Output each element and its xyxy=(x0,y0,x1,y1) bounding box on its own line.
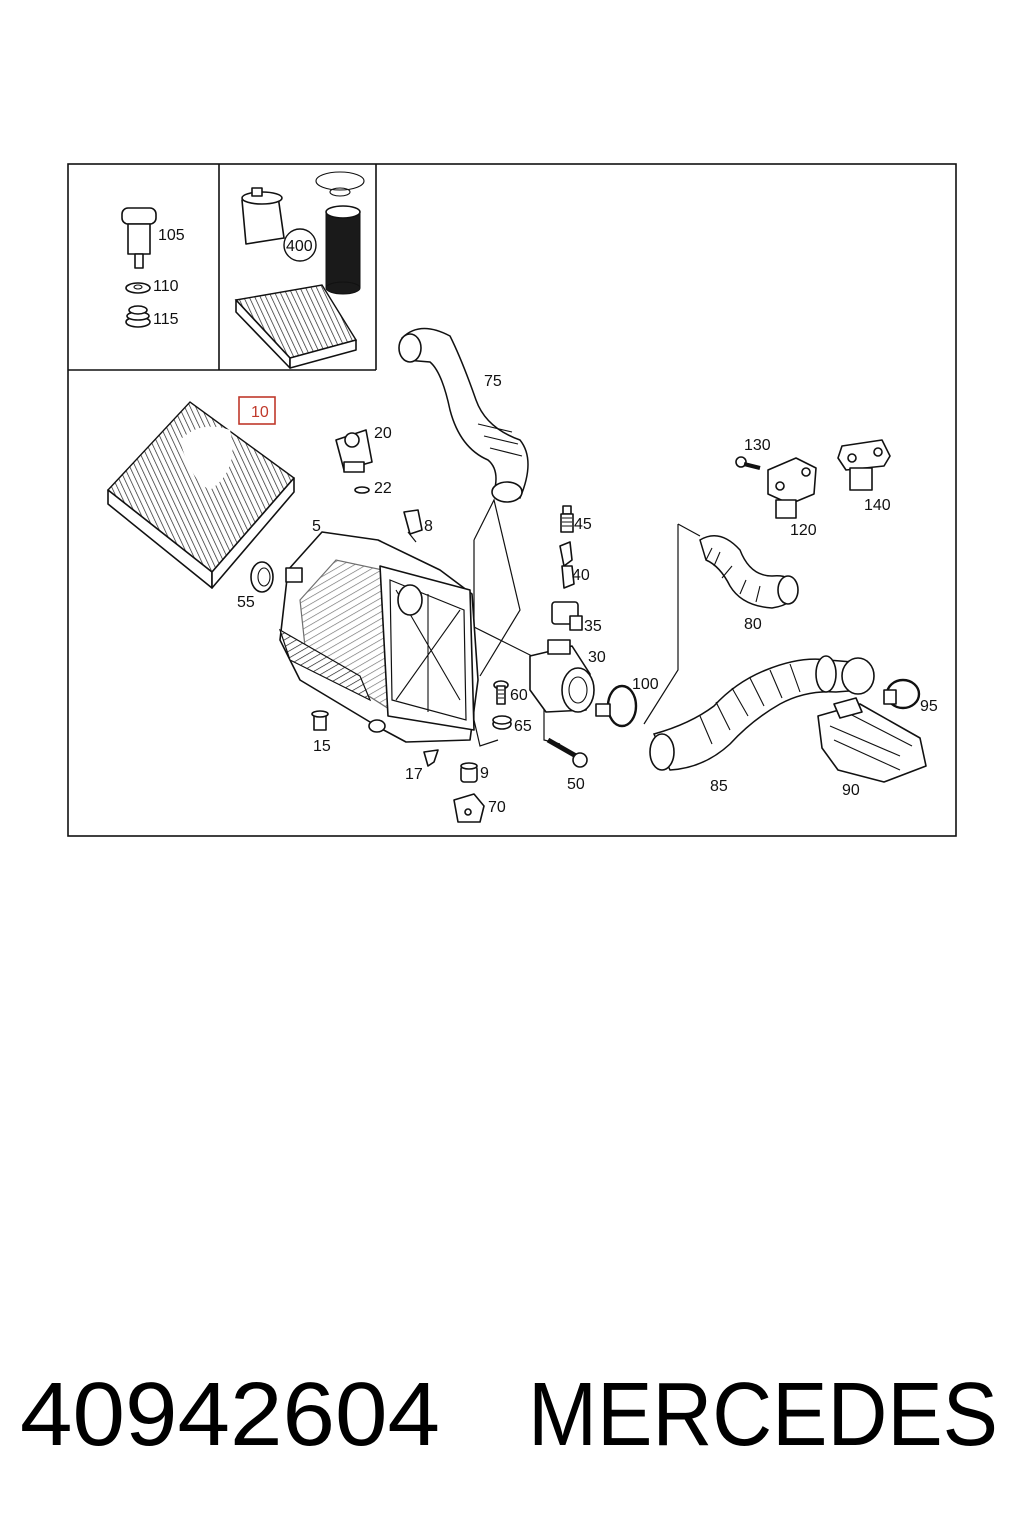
part-50-screw[interactable] xyxy=(546,737,588,768)
diagram-frame xyxy=(67,163,957,837)
parts-diagram: 105 110 115 400 10 xyxy=(67,163,957,837)
callout-20[interactable]: 20 xyxy=(374,425,392,442)
part-55-grommet[interactable] xyxy=(250,561,274,593)
callout-10[interactable]: 10 xyxy=(251,404,269,421)
o-ring[interactable] xyxy=(315,171,365,191)
callout-8[interactable]: 8 xyxy=(424,518,433,535)
part-9-rubber-mount[interactable] xyxy=(460,762,478,783)
callout-100[interactable]: 100 xyxy=(632,676,659,693)
callout-90[interactable]: 90 xyxy=(842,782,860,799)
callout-110[interactable]: 110 xyxy=(153,278,179,295)
callout-80[interactable]: 80 xyxy=(744,616,762,633)
oil-filter-element[interactable] xyxy=(325,205,361,295)
callout-55[interactable]: 55 xyxy=(237,594,255,611)
part-35-plug[interactable] xyxy=(551,601,583,631)
part-30-mass-air-flow-sensor[interactable] xyxy=(529,639,595,713)
part-60-bolt[interactable] xyxy=(493,680,509,705)
part-number: 40942604 xyxy=(20,1365,440,1465)
callout-40[interactable]: 40 xyxy=(572,567,590,584)
part-40-connector[interactable] xyxy=(559,541,575,589)
brand-name: MERCEDES xyxy=(528,1365,998,1465)
callout-75[interactable]: 75 xyxy=(484,373,502,390)
callout-400[interactable]: 400 xyxy=(286,238,313,255)
part-15-grommet[interactable] xyxy=(311,710,329,731)
fuel-filter[interactable] xyxy=(241,187,285,245)
part-100-clamp[interactable] xyxy=(595,684,638,728)
part-120-pressure-sensor[interactable] xyxy=(767,457,817,519)
callout-140[interactable]: 140 xyxy=(864,497,891,514)
inset-service-kit: 400 xyxy=(234,171,365,369)
callout-30[interactable]: 30 xyxy=(588,649,606,666)
callout-17[interactable]: 17 xyxy=(405,766,423,783)
callout-130[interactable]: 130 xyxy=(744,437,771,454)
part-80-hose[interactable] xyxy=(699,535,799,609)
part-105-plug[interactable] xyxy=(121,207,157,269)
callout-5[interactable]: 5 xyxy=(312,518,321,535)
callout-60[interactable]: 60 xyxy=(510,687,528,704)
callout-50[interactable]: 50 xyxy=(567,776,585,793)
part-85-charge-air-hose[interactable] xyxy=(649,655,875,771)
callout-70[interactable]: 70 xyxy=(488,799,506,816)
part-140-sensor[interactable] xyxy=(837,439,891,491)
footer-text: 40942604 MERCEDES xyxy=(20,1365,998,1465)
highlight-box xyxy=(238,396,276,425)
part-45-bolt[interactable] xyxy=(560,505,574,533)
callout-35[interactable]: 35 xyxy=(584,618,602,635)
callout-105[interactable]: 105 xyxy=(158,227,185,244)
footer-caption: 40942604 MERCEDES xyxy=(0,1360,1024,1470)
part-65-washer[interactable] xyxy=(492,715,512,730)
part-5-air-filter-housing[interactable] xyxy=(278,531,479,743)
part-110-washer[interactable] xyxy=(125,282,151,294)
part-130-screw[interactable] xyxy=(735,456,761,470)
callout-65[interactable]: 65 xyxy=(514,718,532,735)
part-22-washer[interactable] xyxy=(354,486,370,494)
callout-85[interactable]: 85 xyxy=(710,778,728,795)
callout-15[interactable]: 15 xyxy=(313,738,331,755)
part-75-hose[interactable] xyxy=(398,327,529,503)
part-90-duct[interactable] xyxy=(817,697,927,783)
part-20-sensor[interactable] xyxy=(335,429,373,473)
callout-45[interactable]: 45 xyxy=(574,516,592,533)
part-8-clip[interactable] xyxy=(403,509,423,543)
callout-9[interactable]: 9 xyxy=(480,765,489,782)
inset-fasteners: 105 110 115 xyxy=(121,207,185,328)
small-ring[interactable] xyxy=(329,187,351,197)
callout-115[interactable]: 115 xyxy=(153,311,179,328)
part-10-air-filter[interactable] xyxy=(106,401,296,589)
part-115-grommet[interactable] xyxy=(125,305,151,328)
part-95-clamp[interactable] xyxy=(883,678,921,710)
callout-22[interactable]: 22 xyxy=(374,480,392,497)
part-17-clip[interactable] xyxy=(423,749,439,767)
part-70-bracket[interactable] xyxy=(453,793,485,823)
callout-95[interactable]: 95 xyxy=(920,698,938,715)
callout-120[interactable]: 120 xyxy=(790,522,817,539)
air-filter-element-small[interactable] xyxy=(234,284,358,369)
